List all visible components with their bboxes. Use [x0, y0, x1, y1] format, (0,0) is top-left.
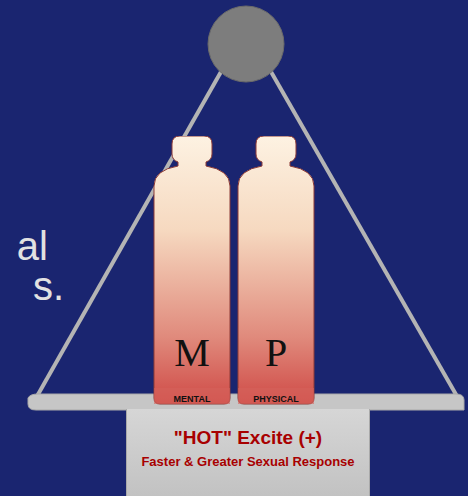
pan-subtext: Faster & Greater Sexual Response	[141, 455, 354, 470]
scale-pivot	[208, 6, 284, 82]
weight-block: P PHYSICAL	[236, 136, 316, 406]
weight-base	[154, 388, 230, 404]
weight-label: MENTAL	[174, 394, 211, 404]
pan-heading: "HOT" Excite (+)	[174, 427, 322, 449]
slide-text-fragment: al	[17, 226, 48, 266]
scale-pan: "HOT" Excite (+) Faster & Greater Sexual …	[126, 409, 370, 496]
weight-base	[238, 388, 314, 404]
weight-letter: M	[174, 330, 210, 376]
weight-outline	[238, 136, 314, 404]
weight-letter: P	[265, 330, 287, 376]
slide-text-fragment: s.	[33, 266, 64, 306]
weight-label: PHYSICAL	[253, 394, 299, 404]
weight-outline	[154, 136, 230, 404]
weight-block: M MENTAL	[152, 136, 232, 406]
